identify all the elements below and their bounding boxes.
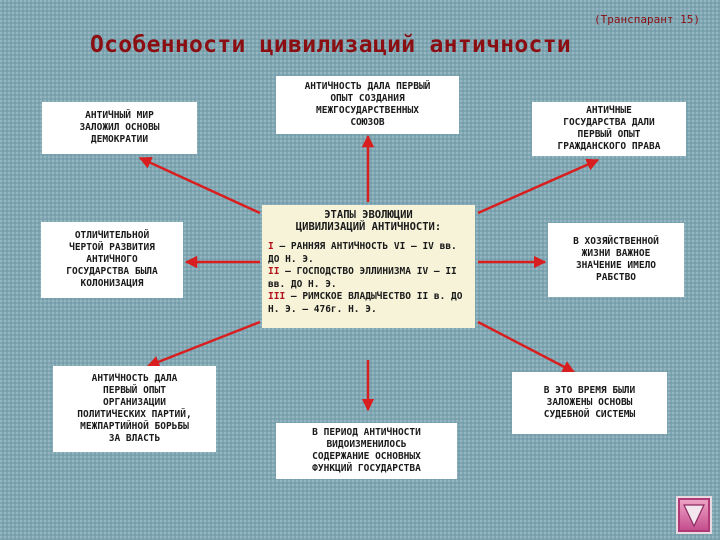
triangle-down-icon	[683, 504, 705, 528]
stage-2-text: – ГОСПОДСТВО ЭЛЛИНИЗМА IV – II вв. ДО Н.…	[268, 266, 457, 290]
stage-3-text: – РИМСКОЕ ВЛАДЫЧЕСТВО II в. ДО Н. Э. – 4…	[268, 291, 463, 315]
box-judicial-text: В ЭТО ВРЕМЯ БЫЛИ ЗАЛОЖЕНЫ ОСНОВЫ СУДЕБНО…	[543, 385, 636, 420]
stages-title: ЭТАПЫ ЭВОЛЮЦИИ ЦИВИЛИЗАЦИЙ АНТИЧНОСТИ:	[295, 209, 442, 233]
box-state-functions-text: В ПЕРИОД АНТИЧНОСТИ ВИДОИЗМЕНИЛОСЬ СОДЕР…	[312, 427, 421, 474]
box-civil-law: АНТИЧНЫЕ ГОСУДАРСТВА ДАЛИ ПЕРВЫЙ ОПЫТ ГР…	[532, 102, 686, 156]
arrow-to-civil-law	[477, 158, 600, 215]
stage-3-roman: III	[268, 291, 286, 302]
stage-2: II – ГОСПОДСТВО ЭЛЛИНИЗМА IV – II вв. ДО…	[268, 266, 469, 291]
next-slide-button[interactable]	[676, 496, 712, 534]
box-unions-text: АНТИЧНОСТЬ ДАЛА ПЕРВЫЙ ОПЫТ СОЗДАНИЯ МЕЖ…	[304, 81, 431, 128]
box-state-functions: В ПЕРИОД АНТИЧНОСТИ ВИДОИЗМЕНИЛОСЬ СОДЕР…	[276, 423, 457, 479]
box-parties: АНТИЧНОСТЬ ДАЛА ПЕРВЫЙ ОПЫТ ОРГАНИЗАЦИИ …	[53, 366, 216, 452]
stage-2-roman: II	[268, 266, 280, 277]
arrow-to-democracy	[138, 156, 261, 215]
box-civil-law-text: АНТИЧНЫЕ ГОСУДАРСТВА ДАЛИ ПЕРВЫЙ ОПЫТ ГР…	[557, 105, 661, 152]
transparency-note: (Транспарант 15)	[594, 13, 700, 26]
stage-1-roman: I	[268, 241, 274, 252]
box-parties-text: АНТИЧНОСТЬ ДАЛА ПЕРВЫЙ ОПЫТ ОРГАНИЗАЦИИ …	[77, 373, 192, 444]
arrow-to-parties	[146, 320, 261, 368]
page-title: Особенности цивилизаций античности	[90, 32, 572, 58]
box-slavery-text: В ХОЗЯЙСТВЕННОЙ ЖИЗНИ ВАЖНОЕ ЗНАЧЕНИЕ ИМ…	[573, 236, 659, 283]
box-democracy-text: АНТИЧНЫЙ МИР ЗАЛОЖИЛ ОСНОВЫ ДЕМОКРАТИИ	[79, 110, 160, 145]
stage-3: III – РИМСКОЕ ВЛАДЫЧЕСТВО II в. ДО Н. Э.…	[268, 291, 469, 316]
box-democracy: АНТИЧНЫЙ МИР ЗАЛОЖИЛ ОСНОВЫ ДЕМОКРАТИИ	[42, 102, 197, 154]
box-unions: АНТИЧНОСТЬ ДАЛА ПЕРВЫЙ ОПЫТ СОЗДАНИЯ МЕЖ…	[276, 76, 459, 134]
box-judicial: В ЭТО ВРЕМЯ БЫЛИ ЗАЛОЖЕНЫ ОСНОВЫ СУДЕБНО…	[512, 372, 667, 434]
box-colonization: ОТЛИЧИТЕЛЬНОЙ ЧЕРТОЙ РАЗВИТИЯ АНТИЧНОГО …	[41, 222, 183, 298]
box-colonization-text: ОТЛИЧИТЕЛЬНОЙ ЧЕРТОЙ РАЗВИТИЯ АНТИЧНОГО …	[66, 230, 158, 289]
stages-box: ЭТАПЫ ЭВОЛЮЦИИ ЦИВИЛИЗАЦИЙ АНТИЧНОСТИ: I…	[262, 205, 475, 328]
stage-1: I – РАННЯЯ АНТИЧНОСТЬ VI – IV вв. ДО Н. …	[268, 241, 469, 266]
stage-1-text: – РАННЯЯ АНТИЧНОСТЬ VI – IV вв. ДО Н. Э.	[268, 241, 457, 265]
arrow-to-judicial	[477, 320, 576, 374]
box-slavery: В ХОЗЯЙСТВЕННОЙ ЖИЗНИ ВАЖНОЕ ЗНАЧЕНИЕ ИМ…	[548, 223, 684, 297]
